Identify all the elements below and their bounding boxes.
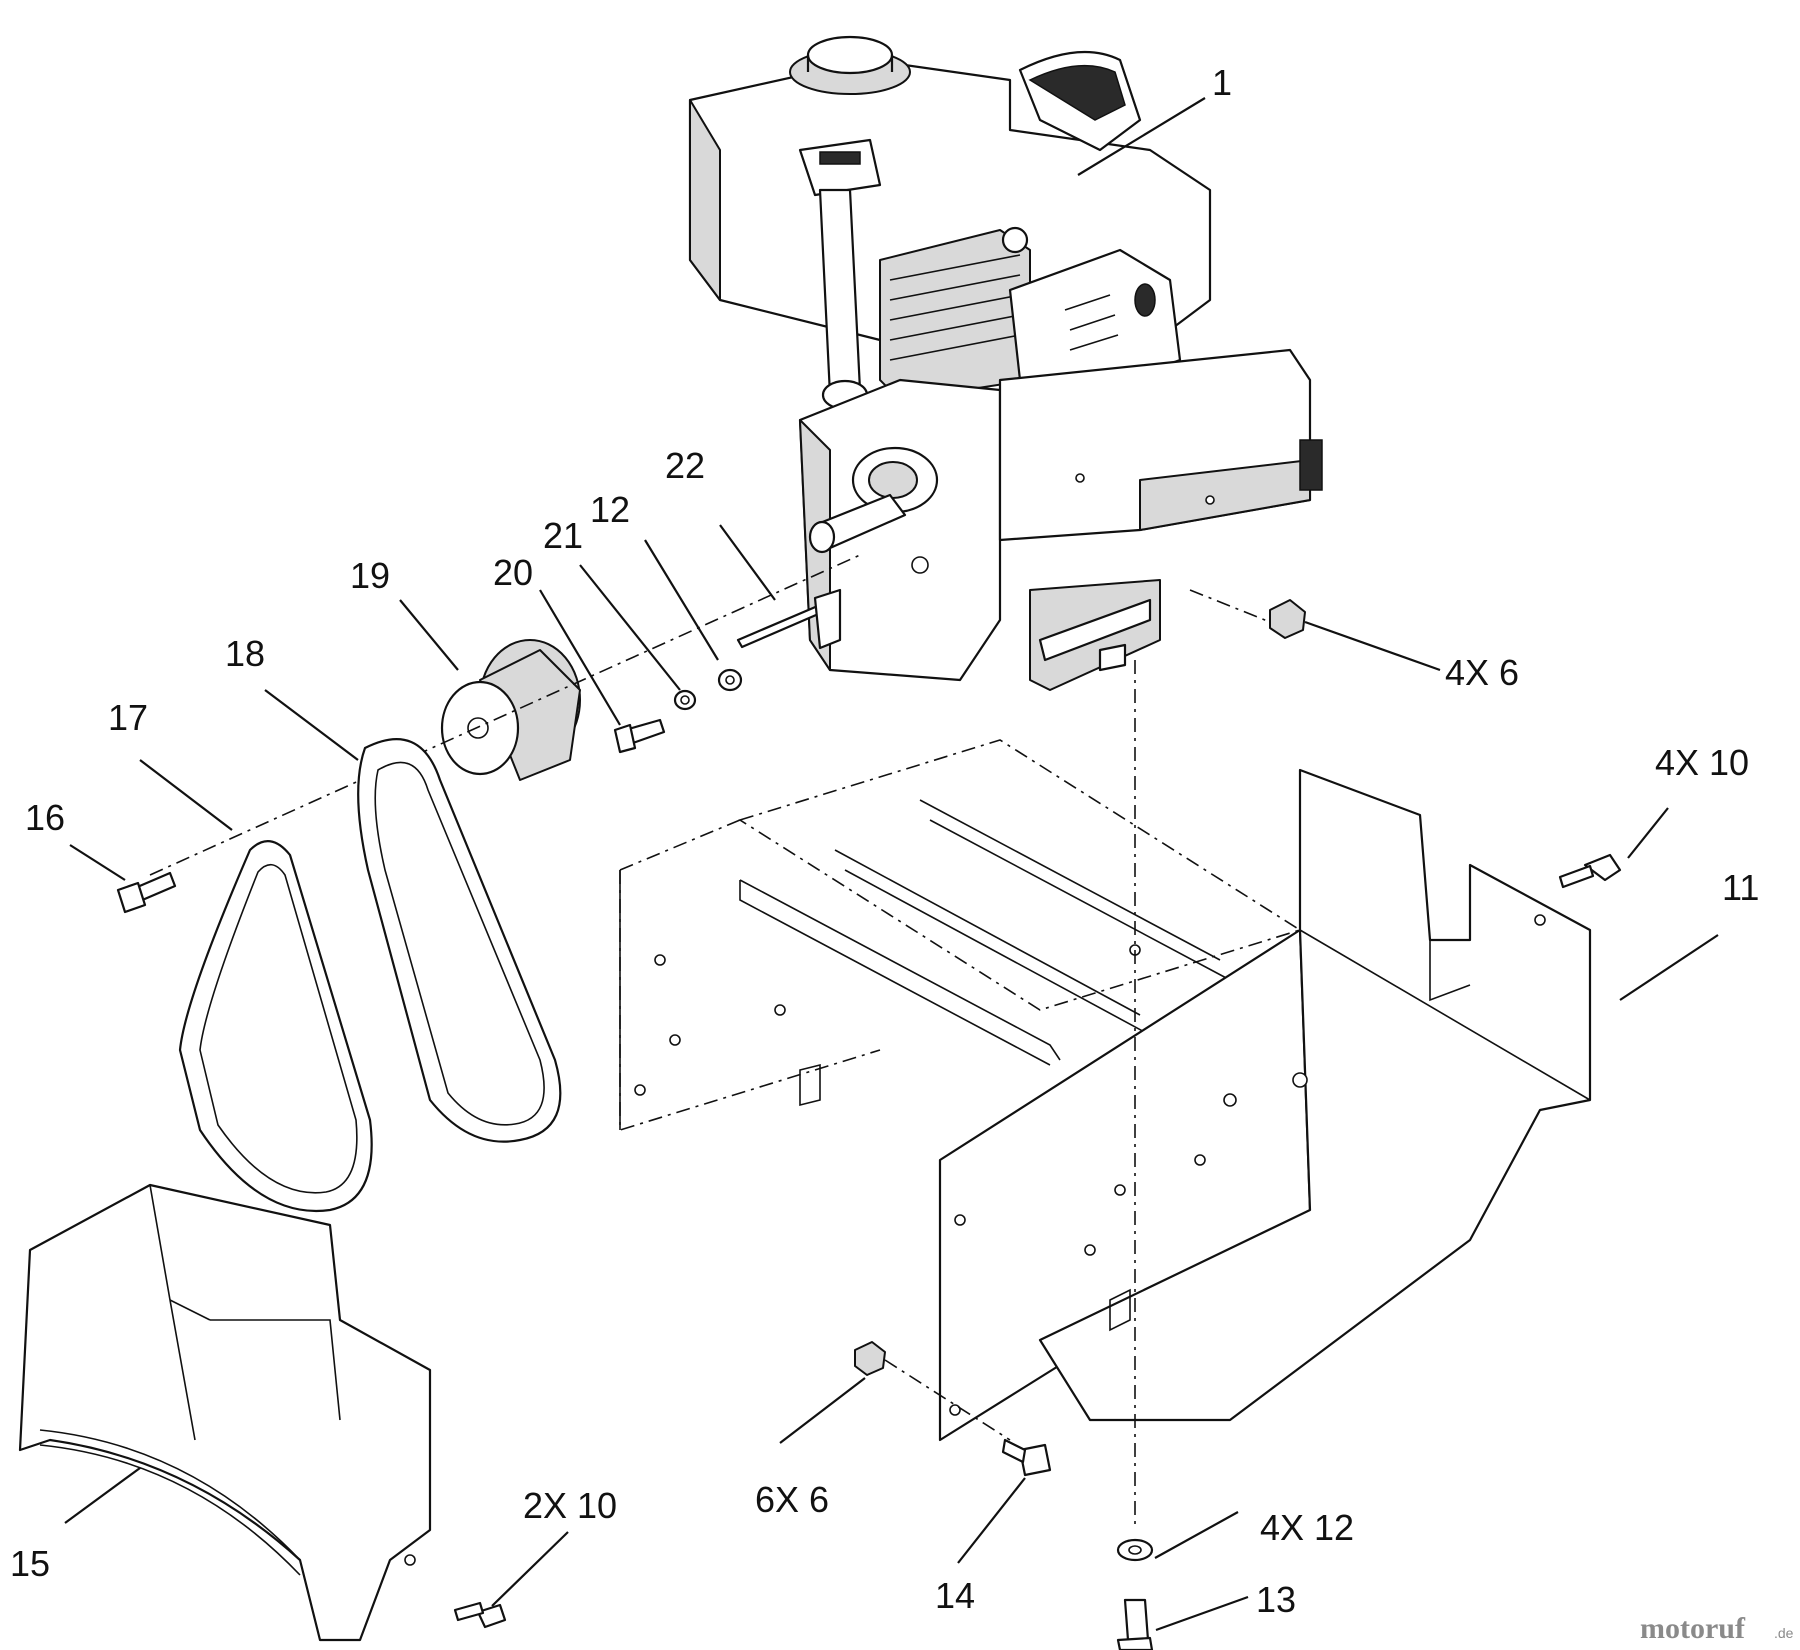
callout-19: 19: [350, 555, 390, 596]
callout-4x12: 4X 12: [1260, 1507, 1354, 1548]
drive-belt-18: [357, 738, 562, 1143]
pulley-axis-line: [149, 554, 861, 876]
engine-pulley: [440, 639, 581, 781]
watermark-brand: motoruf: [1640, 1612, 1746, 1645]
callout-4x6: 4X 6: [1445, 652, 1519, 693]
callout-6x6: 6X 6: [755, 1479, 829, 1520]
callout-15: 15: [10, 1543, 50, 1584]
flat-washer-lower: [1116, 1538, 1154, 1562]
callout-18: 18: [225, 633, 265, 674]
callout-13: 13: [1256, 1579, 1296, 1620]
hex-bolt-14: [1001, 1438, 1052, 1477]
frame-assembly: [619, 739, 1592, 1442]
hex-bolt-13: [1116, 1598, 1154, 1650]
engine: [688, 35, 1323, 691]
hex-bolt-10: [1558, 853, 1622, 889]
pulley-bolt: [613, 718, 666, 754]
callout-4x10: 4X 10: [1655, 742, 1749, 783]
callout-12: 12: [590, 489, 630, 530]
belt-cover: [18, 1183, 432, 1642]
hex-nut-6: [1269, 599, 1306, 639]
belt-guard-bolt: [116, 871, 177, 914]
callout-16: 16: [25, 797, 65, 838]
callout-14: 14: [935, 1575, 975, 1616]
hex-nut-6x6: [854, 1341, 886, 1376]
key-bracket: [813, 588, 842, 650]
drive-belt-17: [178, 840, 373, 1213]
callout-11: 11: [1722, 867, 1759, 908]
callout-17: 17: [108, 697, 148, 738]
callout-1: 1: [1212, 62, 1232, 103]
cover-bolt: [453, 1601, 507, 1629]
callout-21: 21: [543, 515, 583, 556]
callout-2x10: 2X 10: [523, 1485, 617, 1526]
callout-22: 22: [665, 445, 705, 486]
callout-20: 20: [493, 552, 533, 593]
watermark-suffix: .de: [1774, 1625, 1794, 1641]
leader-lines: [64, 97, 1719, 1632]
